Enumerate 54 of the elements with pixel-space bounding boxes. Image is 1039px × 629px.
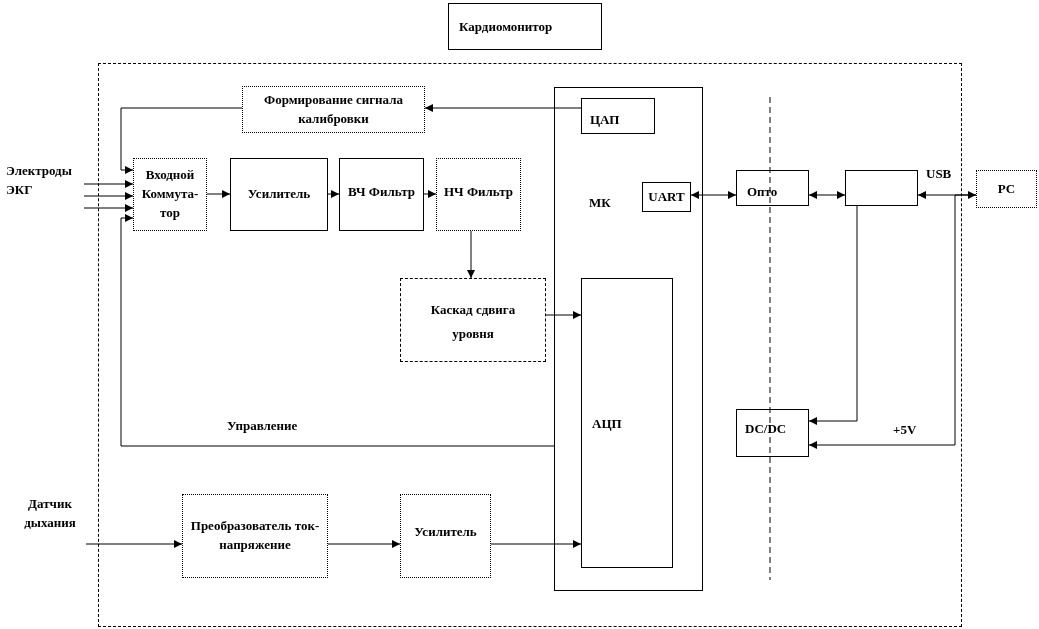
node-label: Входной Коммута-тор — [140, 166, 200, 222]
node-label: UART — [648, 187, 685, 206]
block-box — [642, 182, 691, 212]
node-label: МК — [589, 195, 611, 210]
node-label: НЧ Фильтр — [444, 184, 513, 199]
node-label: Электроды ЭКГ — [6, 162, 73, 199]
arrow — [690, 191, 737, 199]
arrow — [424, 104, 582, 112]
block-box — [436, 158, 521, 231]
block-box — [976, 170, 1037, 208]
block-box — [845, 170, 918, 206]
node-label: Датчик дыхания — [23, 495, 77, 532]
arrow — [467, 230, 475, 279]
arrow — [85, 540, 183, 548]
node-label: PC — [997, 179, 1016, 198]
node-label: Преобразователь ток-напряжение — [189, 517, 321, 554]
arrow — [83, 180, 134, 188]
arrow — [327, 190, 340, 198]
node-label: Усилитель — [247, 185, 311, 204]
arrow — [120, 214, 555, 447]
block-box — [581, 98, 655, 134]
node-label: Кардиомонитор — [459, 19, 553, 34]
arrow — [808, 194, 977, 449]
block-box — [230, 158, 328, 231]
block-box — [736, 170, 809, 206]
block-box — [182, 494, 328, 578]
arrow — [206, 190, 231, 198]
node-label: Опто — [747, 184, 778, 199]
node-label: Формирование сигнала калибровки — [262, 90, 404, 128]
arrow — [327, 540, 401, 548]
arrow — [490, 540, 582, 548]
node-label: ЦАП — [590, 112, 620, 127]
block-box — [581, 278, 673, 568]
arrow — [808, 205, 858, 425]
node-label: АЦП — [592, 416, 622, 431]
block-box — [736, 409, 809, 457]
block-box — [133, 158, 207, 231]
block-box — [339, 158, 424, 231]
arrow — [545, 311, 582, 319]
arrow — [83, 192, 134, 200]
node-label: ВЧ Фильтр — [348, 184, 415, 199]
node-label: Каскад сдвига уровня — [430, 302, 516, 341]
block-box — [448, 3, 602, 50]
arrow — [83, 204, 134, 212]
block-box — [554, 87, 703, 591]
arrow — [120, 107, 243, 174]
arrow — [917, 191, 977, 199]
arrow — [808, 191, 846, 199]
node-label: DC/DC — [745, 421, 787, 436]
node-label: Усилитель — [414, 524, 477, 539]
block-box — [400, 494, 491, 578]
arrow — [423, 190, 437, 198]
block-box — [242, 86, 425, 133]
block-box — [400, 278, 546, 362]
